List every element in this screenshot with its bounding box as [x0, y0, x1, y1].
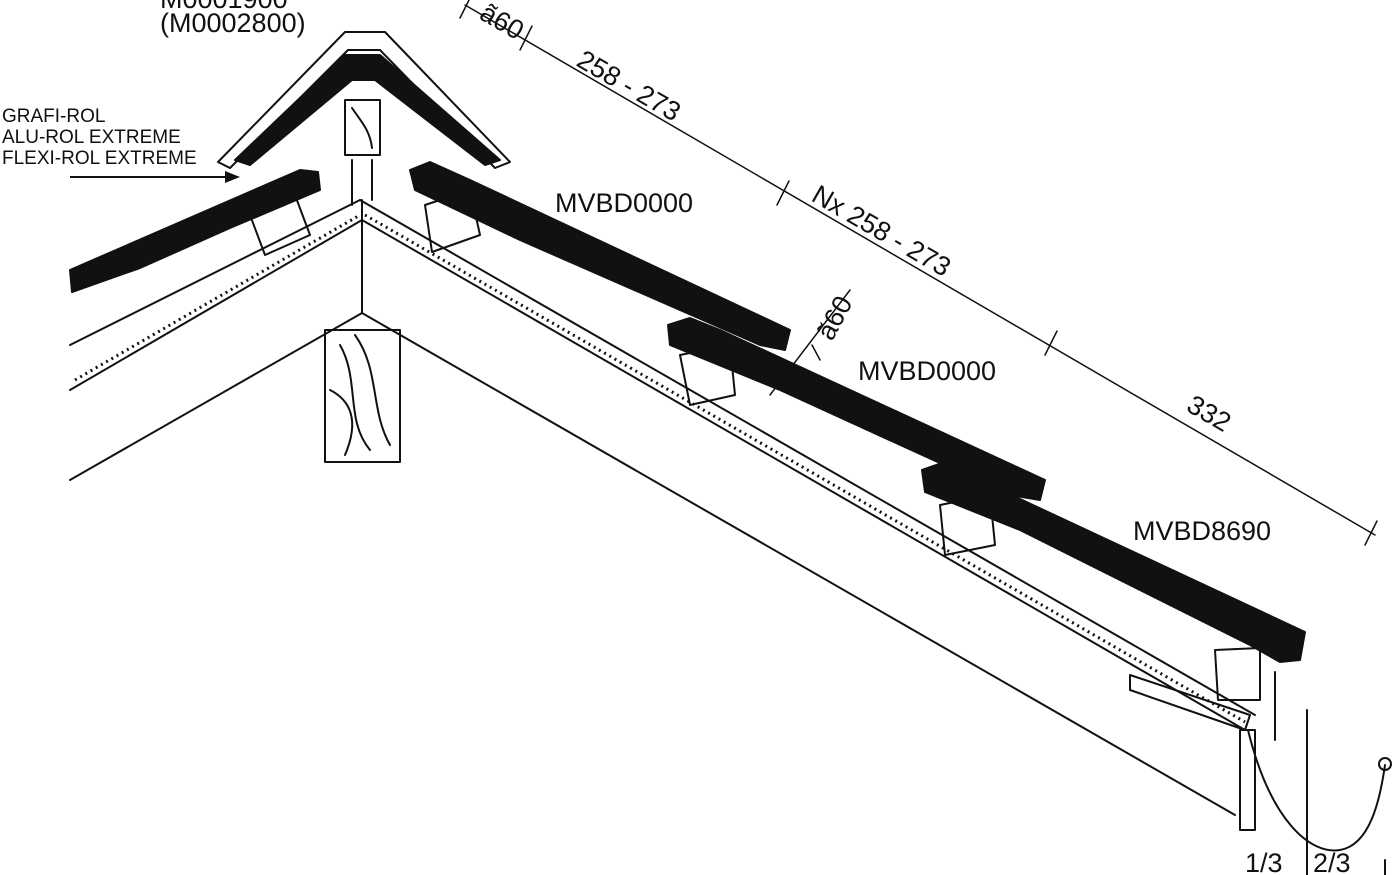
tile-label-1: MVBD0000 — [555, 188, 693, 218]
dim-overlap: ã60 — [811, 291, 859, 345]
gutter — [1247, 709, 1392, 875]
roof-structure — [69, 159, 1276, 831]
gutter-split-left: 1/3 — [1245, 848, 1283, 875]
dim-batten-spacing: Nx 258 - 273 — [807, 179, 956, 282]
dimension-line — [459, 0, 1378, 546]
dim-eaves: 332 — [1182, 389, 1236, 438]
timber-post — [324, 329, 401, 463]
ridge-label-1: M0001900 — [160, 0, 288, 14]
roof-tiles — [69, 54, 1306, 663]
ridge-cap-outline — [217, 31, 511, 169]
underlay-label-1: GRAFI-ROL — [2, 106, 105, 127]
dim-top-overlap: ã60 — [475, 0, 529, 46]
underlay-leader-arrow — [70, 171, 240, 183]
tile-label-3: MVBD8690 — [1133, 516, 1271, 546]
gutter-split-right: 2/3 — [1313, 848, 1351, 875]
ridge-label-2: (M0002800) — [160, 8, 306, 38]
ridge-batten — [344, 99, 381, 156]
underlay-membrane — [74, 213, 1246, 724]
tile-label-2: MVBD0000 — [858, 356, 996, 386]
roof-battens — [249, 189, 1261, 731]
dim-first-batten: 258 - 273 — [572, 44, 686, 127]
underlay-label-2: ALU-ROL EXTREME — [2, 127, 181, 148]
underlay-label-3: FLEXI-ROL EXTREME — [2, 148, 197, 169]
